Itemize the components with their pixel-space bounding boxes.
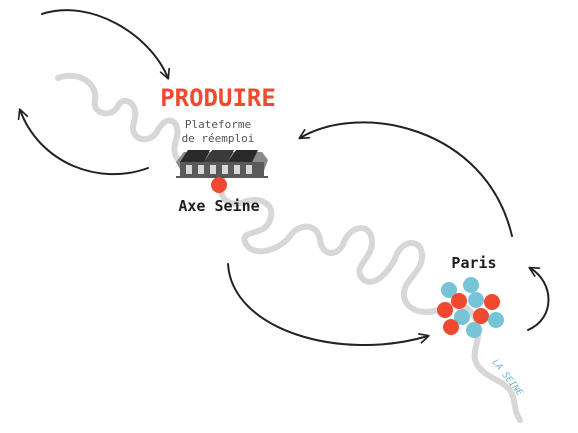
cluster-dot-red [451, 293, 467, 309]
arrow-top-left-curve [41, 9, 170, 80]
arrow-paris-loop [527, 266, 550, 331]
cluster-dot-red [473, 308, 489, 324]
arrow-left-loop [17, 108, 149, 176]
paris-cluster [437, 277, 504, 338]
title-produire: PRODUIRE [160, 84, 276, 112]
cluster-dot-blue [468, 292, 484, 308]
cluster-dot-red [443, 319, 459, 335]
cluster-dot-blue [463, 277, 479, 293]
site-label: Axe Seine [178, 197, 259, 215]
cluster-dot-blue [488, 312, 504, 328]
subtitle-line-1: Plateforme [185, 118, 251, 131]
cluster-dot-red [437, 302, 453, 318]
warehouse-icon [176, 150, 268, 178]
axe-seine-marker [211, 177, 227, 193]
seine-river [55, 72, 523, 423]
city-label: Paris [451, 254, 496, 272]
cluster-dot-blue [454, 309, 470, 325]
arrow-right-return [298, 121, 513, 237]
subtitle-line-2: de réemploi [182, 132, 255, 145]
cluster-dot-blue [466, 322, 482, 338]
cluster-dot-blue [441, 282, 457, 298]
cluster-dot-red [484, 294, 500, 310]
arrow-bottom-supply [227, 263, 430, 347]
